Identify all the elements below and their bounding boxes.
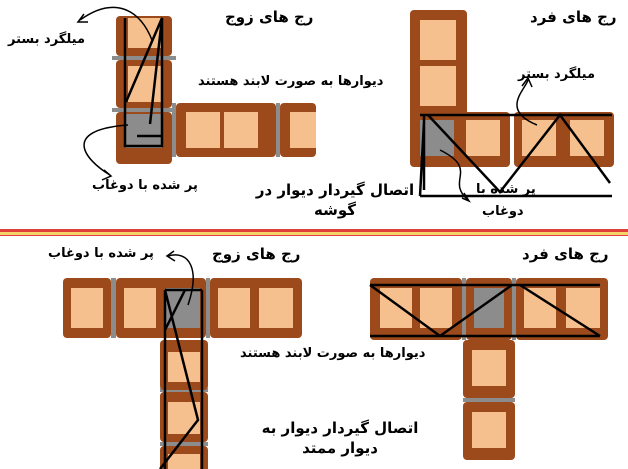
brick-cell (71, 288, 103, 328)
rebar-top-left (123, 17, 164, 148)
brick-cell (218, 288, 250, 328)
arrowhead (521, 76, 533, 88)
brick-cell (472, 350, 506, 386)
arrow-rebar-right (516, 79, 538, 126)
grout-joint (463, 398, 515, 402)
brick-cell (524, 288, 556, 328)
top-rebar-label-left: میلگرد بستر (8, 32, 86, 47)
rebars (123, 17, 612, 469)
rebar-bottom-right (369, 283, 601, 338)
divider-red (0, 229, 628, 232)
bottom-filled-grout: پر شده با دوغاب (48, 246, 154, 261)
top-title-line-2: گوشه (314, 201, 356, 219)
bottom-title: اتصال گیردار دیوار به دیوار ممتد (255, 418, 425, 458)
top-filled-grout-right-1: پر شده با (476, 182, 536, 197)
arrow-filled-right (439, 149, 469, 201)
divider-red-2 (0, 235, 628, 236)
brick-cell (420, 288, 452, 328)
arrow-filled-bottom (167, 254, 194, 306)
brick-cell (186, 112, 220, 148)
rebar-bottom-left (159, 288, 204, 469)
top-unbonded-note: دیوارها به صورت لابند هستند (198, 74, 384, 89)
grout-joint (172, 103, 176, 157)
arrow-rebar-left (79, 6, 153, 41)
grout-joint (160, 442, 208, 446)
bottom-unbonded-note: دیوارها به صورت لابند هستند (240, 346, 426, 361)
grout-joint (112, 108, 176, 112)
arrowhead (165, 250, 176, 262)
grouted-cell (126, 114, 162, 148)
bottom-title-line-2: دیوار ممتد (302, 439, 378, 457)
grout-joint (276, 103, 280, 157)
grout-joint (462, 278, 466, 340)
arrow-filled-left (83, 124, 129, 176)
brick-cell (420, 66, 456, 106)
top-odd-courses-label: رج های فرد (530, 8, 617, 26)
brick-cell (259, 288, 293, 328)
brick-cell (124, 288, 156, 328)
bottom-odd-courses-label: رج های فرد (522, 245, 609, 263)
divider-yellow (0, 232, 628, 235)
bottom-even-courses-label: رج های زوج (212, 245, 301, 263)
grout-joint (206, 278, 210, 338)
bottom-title-line-1: اتصال گیردار دیوار به (261, 419, 419, 437)
arrowhead (76, 13, 88, 23)
grout-joint (111, 278, 116, 338)
top-rebar-label-right: میلگرد بستر (518, 67, 596, 82)
brick-cell (566, 288, 600, 328)
arrowhead (101, 169, 113, 181)
brick-cell (380, 288, 412, 328)
top-title-line-1: اتصال گیردار دیوار در (255, 181, 415, 199)
arrows (76, 6, 538, 306)
brick-cell (466, 120, 500, 156)
brick-cell (472, 412, 506, 448)
rebar-top-right (418, 112, 612, 198)
brick-cell (290, 112, 316, 148)
brick-cell (224, 112, 258, 148)
grout-joint (512, 278, 516, 340)
top-title: اتصال گیردار دیوار در گوشه (255, 180, 415, 220)
top-even-courses-label: رج های زوج (225, 8, 314, 26)
arrowhead (461, 192, 471, 203)
top-filled-grout-left: پر شده با دوغاب (92, 178, 198, 193)
top-filled-grout-right-2: دوغاب (482, 204, 524, 219)
brick-cell (420, 20, 456, 60)
brick-cell (168, 454, 200, 469)
